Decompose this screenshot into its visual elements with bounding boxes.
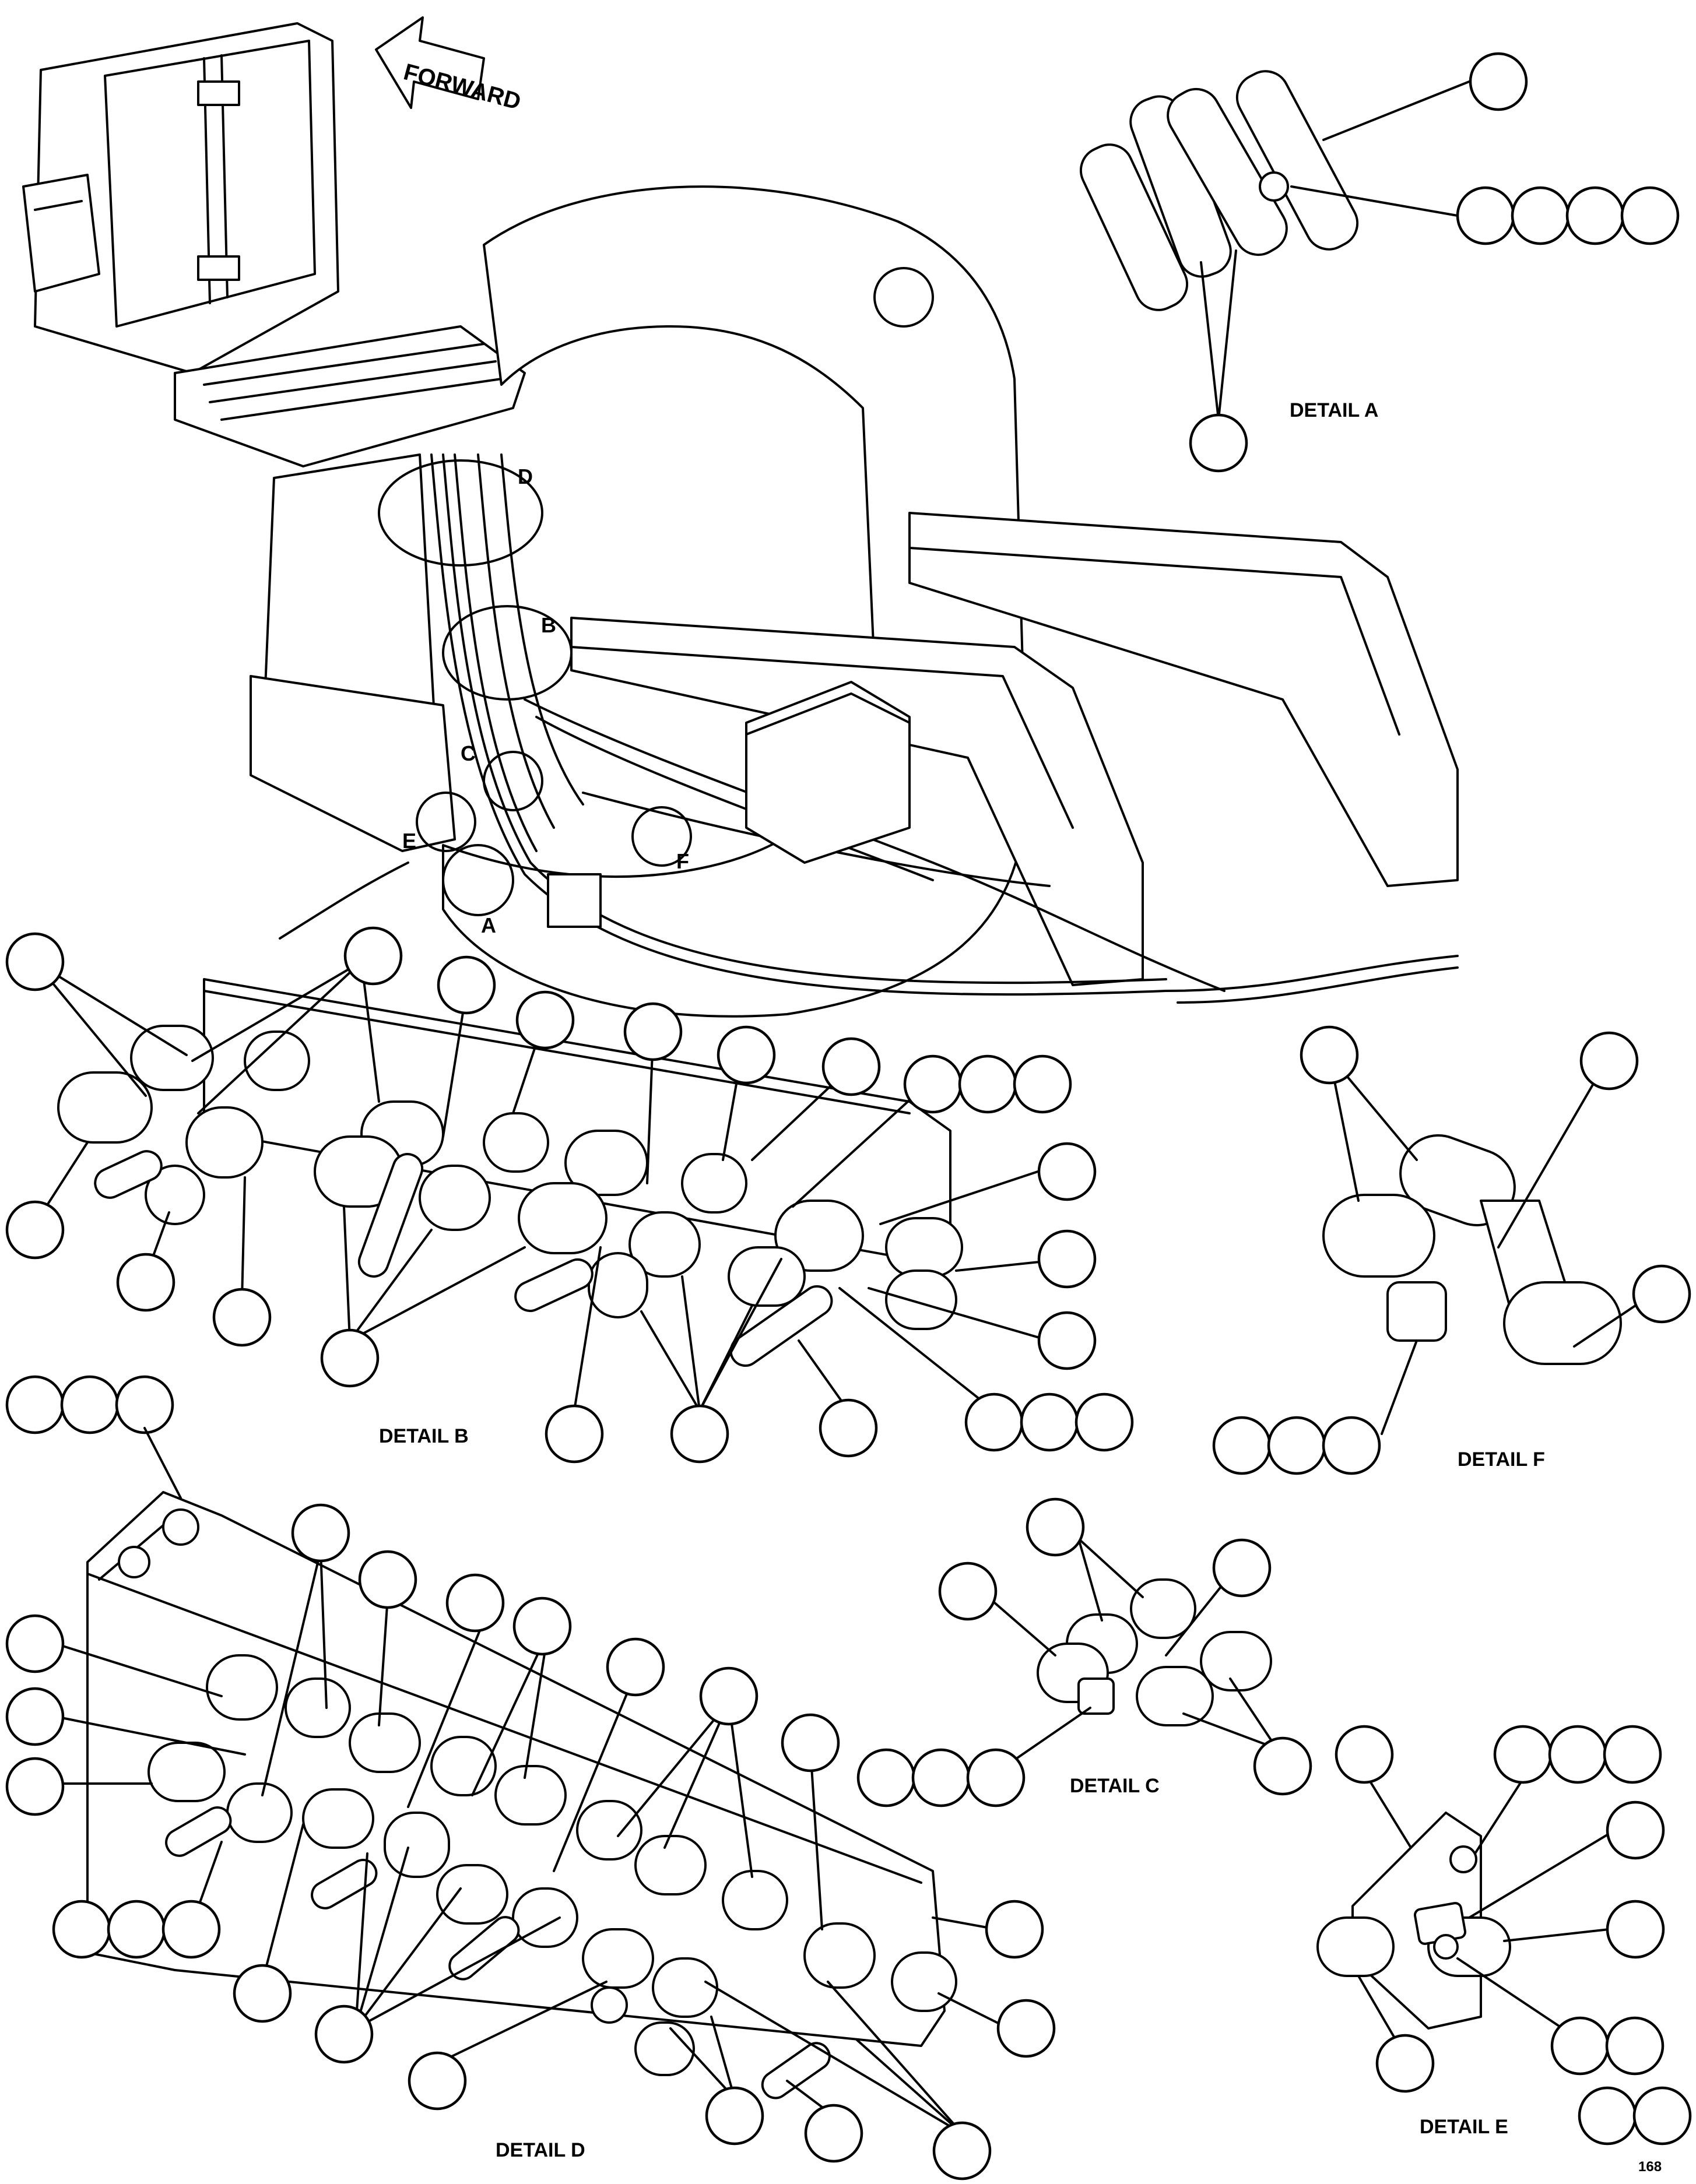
callout-letter-a: A: [481, 913, 496, 937]
callout-letter-b: B: [541, 613, 556, 637]
callout-circle-e: [442, 844, 514, 916]
detail-a-label: DETAIL A: [1290, 399, 1378, 421]
detail-b-label: DETAIL B: [379, 1425, 469, 1447]
callout-letter-f: F: [676, 849, 689, 873]
detail-e: DETAIL E: [1316, 1725, 1692, 2146]
detail-d-label: DETAIL D: [496, 2139, 585, 2161]
callout-circle-a: [483, 751, 543, 811]
detail-c-label: DETAIL C: [1070, 1775, 1160, 1797]
callout-circle-b: [442, 605, 573, 701]
detail-b: DETAIL B: [5, 926, 1134, 1499]
detail-e-label: DETAIL E: [1420, 2116, 1508, 2138]
callout-circle-f: [631, 806, 692, 867]
detail-f: DETAIL F: [1212, 1025, 1691, 1475]
callout-letter-c: C: [461, 741, 476, 765]
forward-arrow: FORWARD: [375, 16, 524, 115]
callout-letter-e: E: [402, 829, 416, 853]
detail-c: DETAIL C: [856, 1497, 1312, 1807]
detail-f-label: DETAIL F: [1458, 1448, 1545, 1471]
callout-letter-d: D: [518, 465, 533, 488]
detail-a: DETAIL A: [1079, 52, 1680, 473]
main-assembly: D B C A E F: [22, 22, 1459, 1018]
page-number: 168: [1638, 2159, 1662, 2175]
callout-circle-c: [416, 792, 476, 852]
callout-circle-d: [378, 459, 543, 567]
detail-d: DETAIL D: [5, 1491, 1056, 2181]
